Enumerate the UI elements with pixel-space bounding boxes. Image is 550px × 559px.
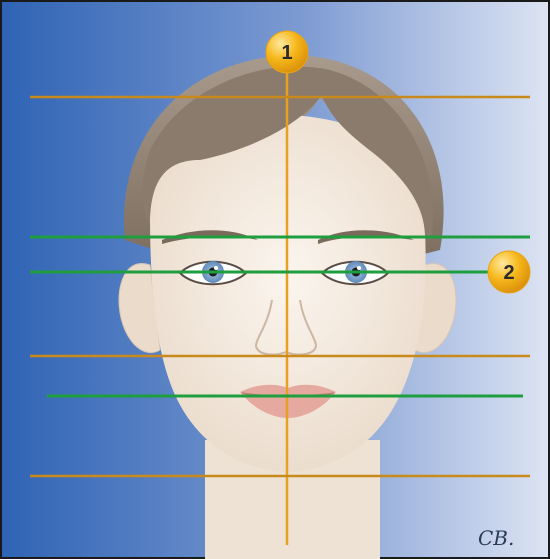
artist-signature: CB. bbox=[478, 526, 514, 550]
marker-2-label: 2 bbox=[503, 262, 514, 284]
marker-1-label: 1 bbox=[281, 42, 292, 64]
marker-2: 2 bbox=[488, 251, 530, 293]
marker-1: 1 bbox=[266, 31, 308, 73]
